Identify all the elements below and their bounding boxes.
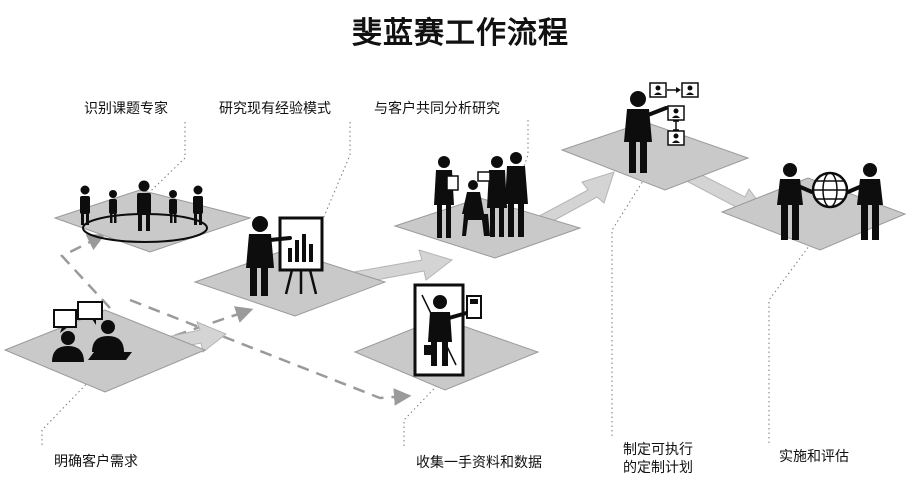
leader-line-s6 bbox=[611, 169, 651, 436]
step-label-s4: 收集一手资料和数据 bbox=[416, 455, 542, 471]
step-label-s5: 与客户共同分析研究 bbox=[374, 101, 500, 117]
global-implementation-icon bbox=[777, 163, 883, 240]
team-member-1 bbox=[434, 156, 459, 238]
consultation-icon bbox=[52, 301, 132, 362]
team-member-3 bbox=[477, 156, 507, 237]
presenter-icon bbox=[246, 216, 324, 296]
analysis-team-icon bbox=[434, 152, 528, 238]
step-label-s6-line-2: 的定制计划 bbox=[623, 460, 693, 476]
leader-line-s2 bbox=[127, 122, 186, 214]
page-title: 斐蓝赛工作流程 bbox=[352, 16, 569, 51]
org-chart-icon bbox=[649, 82, 699, 146]
dashed-arrow-to-experts bbox=[59, 234, 111, 309]
step-label-s3: 研究现有经验模式 bbox=[219, 101, 331, 117]
leader-line-s7 bbox=[768, 237, 816, 443]
planning-icon bbox=[624, 82, 699, 173]
business-person-left bbox=[777, 163, 814, 240]
business-person-right bbox=[846, 163, 883, 240]
expert-figure-3 bbox=[137, 180, 151, 231]
step-label-s2: 识别课题专家 bbox=[84, 101, 168, 117]
step-label-s1: 明确客户需求 bbox=[54, 454, 138, 470]
platform-s6 bbox=[560, 121, 750, 191]
step-label-s6: 制定可执行 的定制计划 bbox=[623, 441, 693, 477]
leader-line-s1 bbox=[41, 374, 96, 445]
expert-figure-1 bbox=[80, 185, 90, 225]
expert-figure-4 bbox=[169, 190, 177, 223]
globe-icon bbox=[811, 171, 849, 209]
step-label-s7: 实施和评估 bbox=[779, 449, 849, 465]
step-label-s6-line-1: 制定可执行 bbox=[623, 442, 693, 458]
team-member-4 bbox=[505, 152, 528, 237]
data-collection-icon bbox=[413, 283, 482, 377]
expert-figure-5 bbox=[193, 185, 203, 225]
team-member-2 bbox=[462, 180, 490, 236]
expert-figure-2 bbox=[109, 190, 117, 223]
experts-group-icon bbox=[80, 180, 208, 243]
